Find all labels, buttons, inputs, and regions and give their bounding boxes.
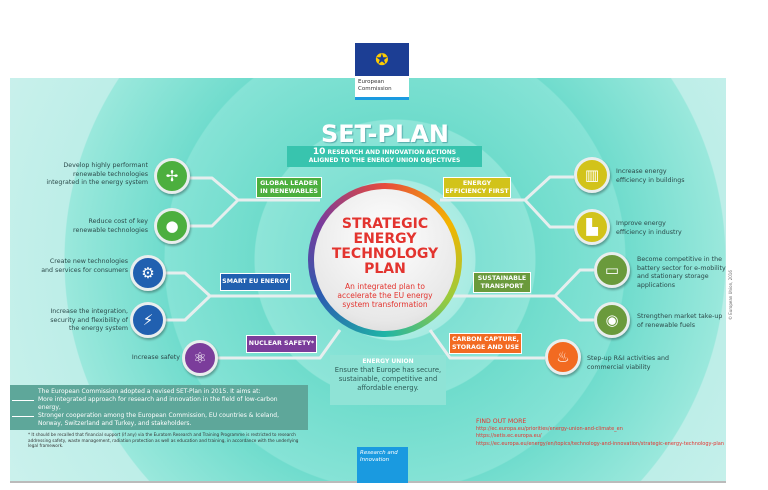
action-text: Increase safety xyxy=(131,354,180,361)
battery-icon: ▭ xyxy=(594,252,630,288)
center-title-line: TECHNOLOGY xyxy=(331,246,439,262)
action-text: Develop highly performant renewable tech… xyxy=(46,162,148,186)
action-text: Create new technologies and services for… xyxy=(41,258,128,274)
info-bullet: Stronger cooperation among the European … xyxy=(12,412,302,428)
piggy-bank-icon: ● xyxy=(154,208,190,244)
copyright: © European Union, 2016 xyxy=(728,270,733,320)
label-sustainable-transport: SUSTAINABLE TRANSPORT xyxy=(473,272,531,293)
lightning-icon: ⚡ xyxy=(130,302,166,338)
research-innovation-box: Research and Innovation xyxy=(357,447,408,483)
energy-union-heading: ENERGY UNION xyxy=(362,358,414,365)
electric-car-icon: ◉ xyxy=(594,302,630,338)
banner-line: RESEARCH AND INNOVATION ACTIONS xyxy=(327,149,457,156)
link[interactable]: https://setis.ec.europa.eu/ xyxy=(476,433,542,439)
building-icon: ▥ xyxy=(574,157,610,193)
flame-icon: ♨ xyxy=(545,339,581,375)
center-title-line: PLAN xyxy=(364,261,406,277)
footnote: * It should be recalled that financial s… xyxy=(28,432,299,448)
energy-union-text: Ensure that Europe has secure, sustainab… xyxy=(334,366,442,392)
link[interactable]: https://ec.europa.eu/energy/en/topics/te… xyxy=(476,440,725,447)
action-text: Reduce cost of key renewable technologie… xyxy=(73,218,148,234)
info-intro: The European Commission adopted a revise… xyxy=(38,388,261,395)
eu-flag-icon: ✪ xyxy=(355,43,409,76)
action-text: Become competitive in the battery sector… xyxy=(637,256,726,289)
label-nuclear-safety: NUCLEAR SAFETY* xyxy=(246,335,317,353)
info-bullet: More integrated approach for research an… xyxy=(12,396,302,412)
center-subtitle: An integrated plan to accelerate the EU … xyxy=(337,282,433,309)
label-energy-efficiency: ENERGY EFFICIENCY FIRST xyxy=(443,177,511,198)
action-text: Step-up R&I activities and commercial vi… xyxy=(587,355,669,371)
action-text: Improve energy efficiency in industry xyxy=(616,220,682,236)
label-carbon-capture: CARBON CAPTURE, STORAGE AND USE xyxy=(449,333,522,354)
center-circle: STRATEGIC ENERGY TECHNOLOGY PLAN An inte… xyxy=(314,189,456,331)
gears-icon: ⚙ xyxy=(130,255,166,291)
center-title-line: STRATEGIC xyxy=(341,216,429,232)
info-box: The European Commission adopted a revise… xyxy=(10,385,308,430)
center-title-line: ENERGY xyxy=(353,231,417,247)
find-out-more: FIND OUT MORE http://ec.europa.eu/priori… xyxy=(476,418,756,448)
actions-banner: 10 RESEARCH AND INNOVATION ACTIONS ALIGN… xyxy=(287,146,482,167)
action-text: Strengthen market take-up of renewable f… xyxy=(637,313,723,329)
atom-icon: ⚛ xyxy=(182,340,218,376)
logo-text: Commission xyxy=(358,86,392,92)
label-global-leader: GLOBAL LEADER IN RENEWABLES xyxy=(256,177,322,198)
action-text: Increase energy efficiency in buildings xyxy=(616,168,685,184)
label-smart-energy: SMART EU ENERGY xyxy=(220,273,291,291)
wind-turbine-icon: ✢ xyxy=(154,158,190,194)
action-text: Increase the integration, security and f… xyxy=(50,308,128,332)
set-plan-title: SET-PLAN xyxy=(320,120,450,148)
energy-union-box: ENERGY UNION Ensure that Europe has secu… xyxy=(330,355,446,405)
banner-number: 10 xyxy=(312,147,326,157)
link[interactable]: http://ec.europa.eu/priorities/energy-un… xyxy=(476,425,623,432)
banner-line: ALIGNED TO THE ENERGY UNION OBJECTIVES xyxy=(308,157,461,164)
factory-icon: ▙ xyxy=(574,209,610,245)
find-out-more-heading: FIND OUT MORE xyxy=(476,418,527,425)
logo-text: European xyxy=(358,79,385,85)
